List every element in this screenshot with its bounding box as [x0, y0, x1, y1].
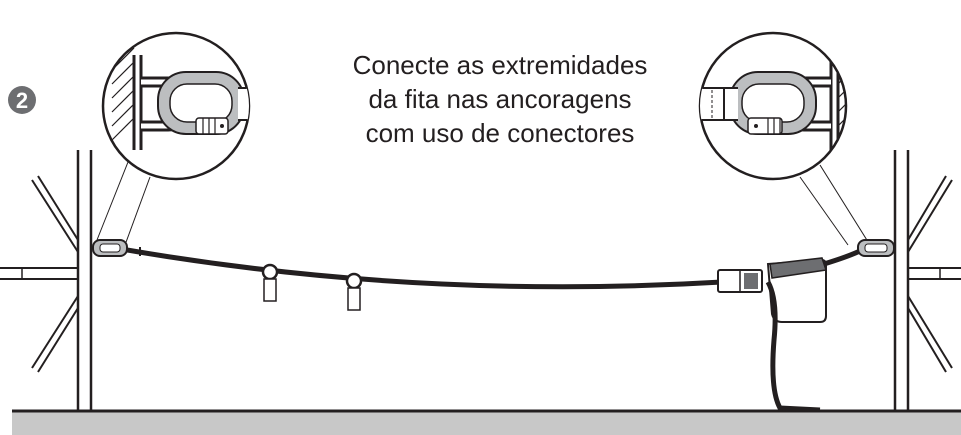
carabiner-icon — [729, 71, 817, 135]
right-detail-leader — [799, 164, 871, 246]
caption-line-1: Conecte as extremidades — [353, 50, 648, 80]
caption-line-2: da fita nas ancoragens — [368, 84, 631, 114]
tensioner-to-anchor-strap — [823, 247, 864, 267]
webbing-strap-icon — [238, 87, 249, 121]
right-detail-magnifier — [698, 31, 848, 181]
right-anchor-post — [893, 150, 961, 411]
left-detail-leader — [94, 161, 151, 246]
step-number: 2 — [16, 88, 28, 113]
caption-line-3: com uso de conectores — [366, 118, 635, 148]
strap-ring-2 — [345, 272, 363, 311]
left-detail-magnifier — [101, 31, 251, 181]
step-badge: 2 — [8, 86, 36, 114]
carabiner-icon — [157, 71, 245, 135]
lifeline-strap — [126, 247, 723, 290]
instruction-caption: Conecte as extremidades da fita nas anco… — [353, 50, 648, 148]
floor — [12, 409, 961, 435]
webbing-strap-icon — [700, 87, 738, 121]
ratchet-tensioner-icon — [717, 257, 827, 323]
strap-ring-1 — [261, 263, 279, 302]
left-anchor-post — [0, 150, 93, 411]
right-carabiner — [857, 239, 895, 257]
left-carabiner — [92, 239, 128, 257]
left-anchor-connection-detail — [111, 47, 249, 150]
excess-strap-tail — [765, 280, 821, 413]
number-circle-icon — [8, 86, 36, 114]
